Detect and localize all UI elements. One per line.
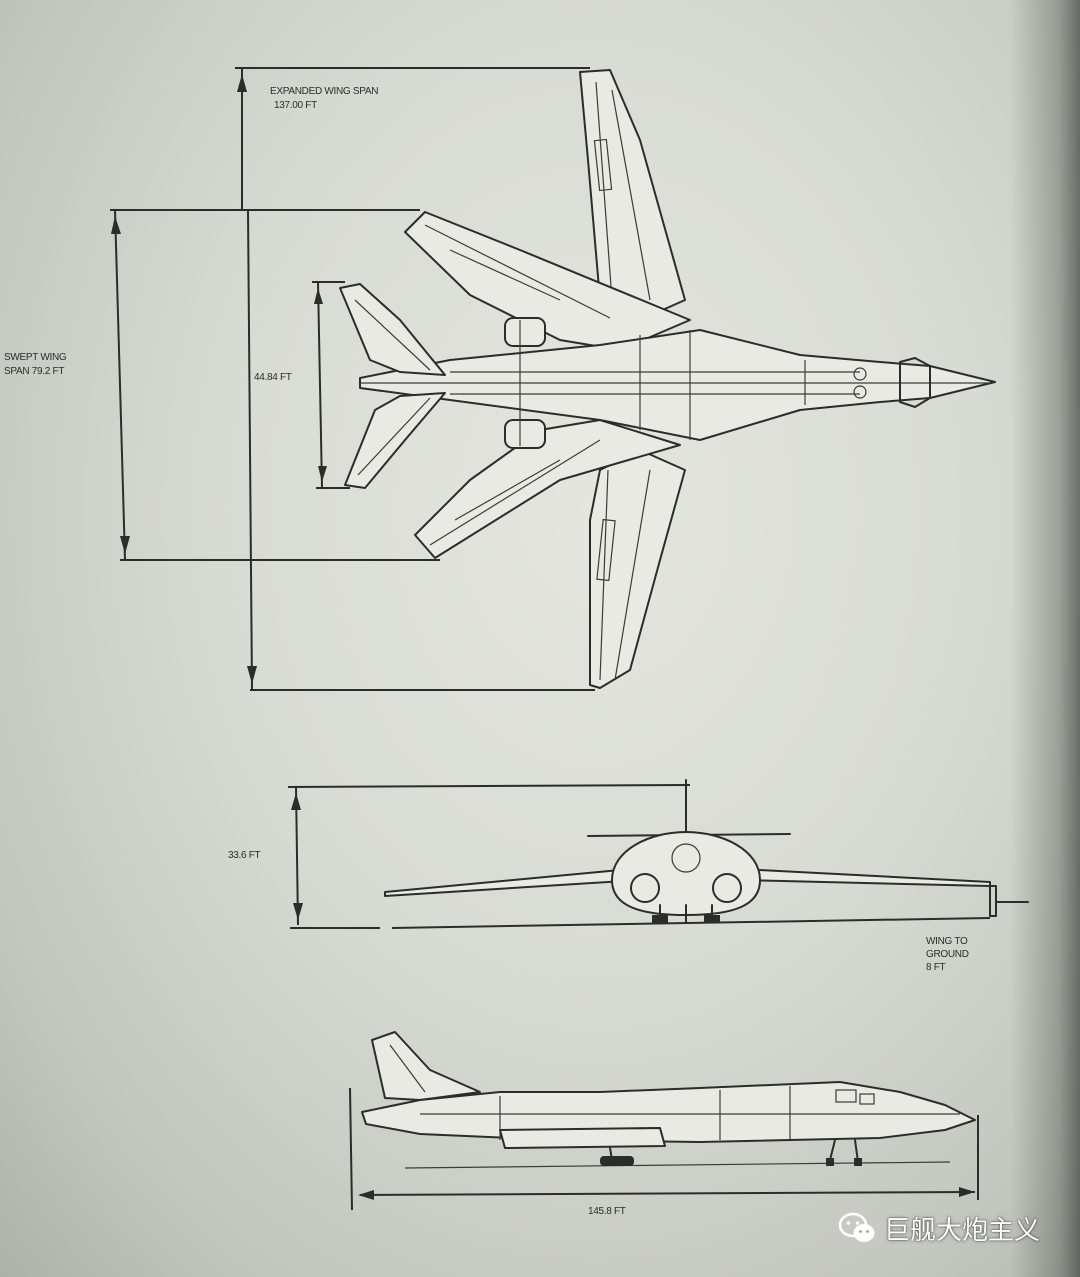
side-nacelle (499, 1127, 666, 1149)
arrow-head (111, 216, 121, 234)
arrow-head (291, 793, 301, 810)
height-label: 33.6 FT (228, 850, 261, 861)
stabilizer-upper (339, 283, 446, 376)
fuselage-top (359, 329, 996, 441)
watermark-text: 巨舰大炮主义 (884, 1215, 1041, 1246)
length-label: 145.8 FT (588, 1206, 626, 1217)
swept-span-label-2: SPAN 79.2 FT (4, 366, 64, 377)
arrow-head (120, 536, 130, 554)
wechat-icon (838, 1212, 876, 1244)
arrow-head (959, 1187, 975, 1197)
engine-nacelle-lower (504, 419, 546, 449)
engine-nacelle-upper (504, 317, 546, 347)
tail-span-label: 44.84 FT (254, 372, 292, 383)
front-view: 33.6 FT WING TO GROUND 8 FT (228, 779, 1029, 973)
arrow-head (314, 288, 323, 304)
front-wing-left (384, 869, 641, 897)
cockpit (899, 357, 931, 408)
top-view: EXPANDED WING SPAN 137.00 FT SWEPT WING … (4, 67, 996, 691)
side-fuselage (361, 1081, 976, 1143)
front-wing-right (739, 869, 991, 887)
swept-wing-upper (404, 211, 691, 351)
arrow-head (247, 666, 257, 684)
arrow-head (318, 466, 327, 482)
watermark: 巨舰大炮主义 (838, 1210, 1040, 1246)
arrow-head (358, 1190, 374, 1200)
side-tail-fin (371, 1031, 481, 1101)
front-fuselage (611, 831, 761, 916)
arrow-head (237, 74, 247, 92)
stabilizer-lower (344, 392, 446, 489)
arrow-head (293, 903, 303, 920)
wing-ground-label-2: GROUND (926, 949, 969, 960)
expanded-wing-lower (589, 449, 686, 689)
wing-ground-label-1: WING TO (926, 936, 968, 947)
swept-wing-lower (414, 419, 681, 559)
side-view: 145.8 FT (349, 1031, 979, 1217)
wing-ground-label-3: 8 FT (926, 962, 946, 973)
expanded-span-label-2: 137.00 FT (274, 100, 317, 111)
monitor-edge (1010, 0, 1080, 1277)
expanded-span-label-1: EXPANDED WING SPAN (270, 86, 378, 97)
swept-span-label-1: SWEPT WING (4, 352, 67, 363)
